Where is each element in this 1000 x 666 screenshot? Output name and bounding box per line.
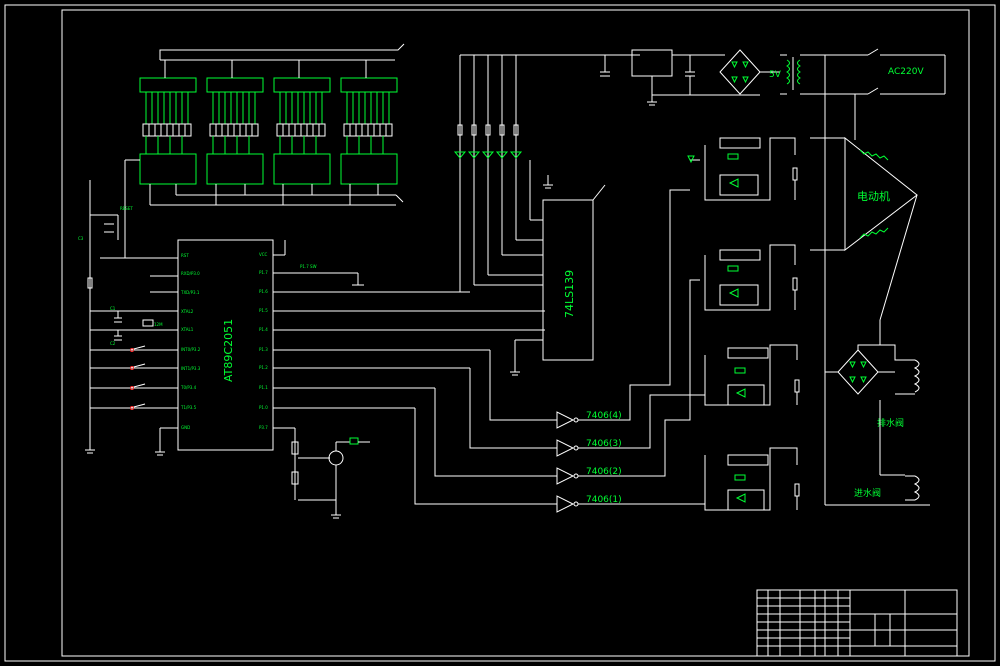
svg-text:P1.3: P1.3 (259, 347, 268, 352)
power-supply: AC220V 5V (600, 48, 946, 505)
svg-text:T0/P3.4: T0/P3.4 (180, 385, 197, 390)
svg-text:P1.2: P1.2 (259, 365, 268, 370)
svg-text:RXD/P3.0: RXD/P3.0 (181, 271, 200, 276)
digit-display-4 (340, 77, 398, 185)
triac-channel-1 (687, 137, 845, 201)
buzzer-driver: P1.7 SW (291, 264, 370, 519)
svg-text:P1.0: P1.0 (259, 405, 268, 410)
triac-channel-2 (704, 244, 845, 311)
svg-text:P1.7: P1.7 (259, 270, 268, 275)
triac-channel-4 (704, 447, 800, 511)
svg-text:P1.5: P1.5 (259, 308, 268, 313)
dc-label: 5V (769, 70, 782, 80)
svg-text:P3.7: P3.7 (259, 425, 268, 430)
svg-text:TXD/P3.1: TXD/P3.1 (180, 290, 200, 295)
inner-border (61, 9, 970, 657)
triac-channel-3 (704, 344, 800, 406)
mcu-chip: AT89C2051 RST RXD/P3.0 TXD/P3.1 XTAL2 XT… (90, 239, 545, 456)
svg-text:VCC: VCC (259, 252, 268, 257)
svg-text:XTAL2: XTAL2 (181, 309, 194, 314)
svg-text:RESET: RESET (120, 206, 133, 211)
inlet-valve: 进水阀 (825, 400, 930, 506)
svg-text:GND: GND (181, 425, 190, 430)
drain-valve: 排水阀 (825, 320, 920, 429)
decoder-label: 74LS139 (563, 270, 576, 318)
digit-display-1 (139, 77, 197, 185)
mcu-label: AT89C2051 (222, 319, 235, 382)
mains-label: AC220V (888, 67, 924, 77)
inverter-label-1: 7406(1) (586, 495, 622, 505)
drain-valve-label: 排水阀 (877, 417, 904, 429)
svg-text:RST: RST (181, 253, 189, 258)
svg-text:INT0/P3.2: INT0/P3.2 (181, 347, 201, 352)
outer-border (4, 4, 996, 662)
digit-display-2 (206, 77, 264, 185)
inverter-group: 7406(4) 7406(3) 7406(2) 7406(1) (414, 189, 705, 513)
decoder-chip: 74LS139 (453, 54, 640, 376)
svg-text:P1.6: P1.6 (259, 289, 268, 294)
svg-text:XTAL1: XTAL1 (181, 327, 194, 332)
svg-text:12M: 12M (154, 322, 163, 327)
svg-text:C2: C2 (110, 341, 116, 346)
svg-text:P1.4: P1.4 (259, 327, 268, 332)
input-switch-network: C3 RESET C1 C2 12M (78, 160, 163, 454)
svg-text:C3: C3 (78, 236, 84, 241)
svg-text:C1: C1 (110, 306, 116, 311)
svg-text:P1.7 SW: P1.7 SW (300, 264, 317, 269)
inverter-label-3: 7406(3) (586, 439, 622, 449)
svg-text:P1.1: P1.1 (259, 385, 268, 390)
inverter-label-4: 7406(4) (586, 411, 622, 421)
svg-text:T1/P3.5: T1/P3.5 (180, 405, 197, 410)
motor: 电动机 (844, 136, 918, 321)
svg-text:INT1/P3.3: INT1/P3.3 (181, 366, 201, 371)
motor-label: 电动机 (857, 189, 890, 203)
title-block (756, 589, 958, 657)
inlet-valve-label: 进水阀 (854, 487, 881, 499)
inverter-label-2: 7406(2) (586, 467, 622, 477)
digit-display-group (125, 43, 405, 206)
digit-display-3 (273, 77, 331, 185)
